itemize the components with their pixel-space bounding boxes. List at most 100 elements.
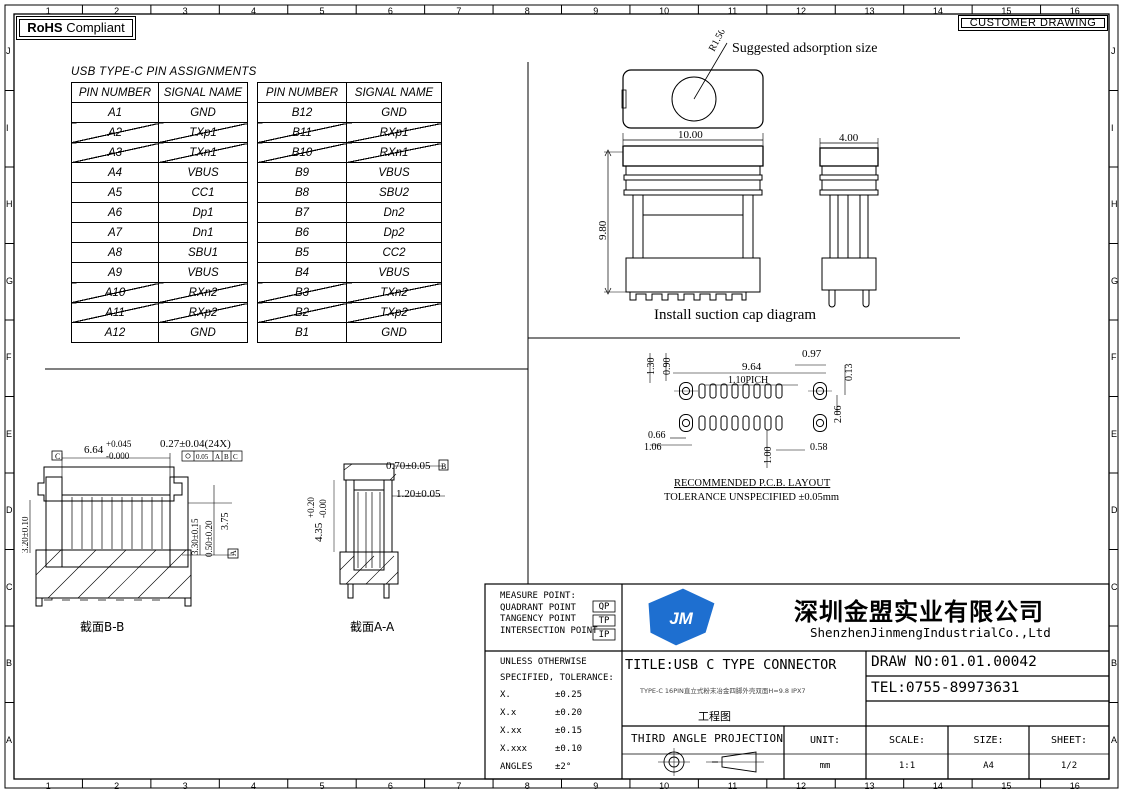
tolerance-value: ±0.15 [555, 726, 583, 736]
datum-b: B [441, 462, 446, 471]
grid-column-label: 6 [387, 781, 393, 791]
dim-090: 0.90 [662, 358, 673, 376]
grid-column-label: 5 [319, 6, 325, 16]
front-view [604, 133, 764, 301]
dim-097: 0.97 [802, 348, 822, 360]
grid-column-label: 10 [659, 6, 670, 16]
signal-name-cell: TXn2 [346, 282, 442, 303]
unit-header: UNIT: [809, 735, 841, 746]
signal-name-cell: RXp1 [346, 122, 442, 143]
unit-value: mm [819, 761, 831, 771]
dim-664-tol-dn: -0.000 [106, 451, 130, 461]
header-signal-name: SIGNAL NAME [346, 82, 442, 103]
signal-name-cell: TXn1 [158, 142, 248, 163]
pcb-caption-1: RECOMMENDED P.C.B. LAYOUT [674, 478, 831, 489]
tolerance-value: ±0.25 [555, 690, 583, 700]
grid-column-label: 12 [796, 781, 807, 791]
company-name-cn: 深圳金盟实业有限公司 [794, 598, 1044, 626]
dim-320: 3.20±0.10 [22, 516, 30, 553]
grid-column-label: 1 [45, 6, 51, 16]
grid-row-label: D [6, 505, 13, 516]
size-header: SIZE: [973, 735, 1004, 746]
pcb-signal-pad [720, 383, 728, 399]
dim-1000: 10.00 [678, 129, 703, 141]
tolerance-key: X.xx [500, 726, 522, 736]
pin-number-cell: A2 [71, 122, 159, 143]
company-logo: JM [647, 587, 716, 647]
pcb-caption-2: TOLERANCE UNSPECIFIED ±0.05mm [664, 492, 839, 503]
pcb-signal-pad [775, 415, 783, 431]
tolerance-key: X. [500, 690, 511, 700]
dim-070: 0.70±0.05 [386, 460, 431, 472]
grid-column-label: 8 [524, 6, 530, 16]
grid-row-label: A [6, 734, 13, 745]
grid-column-label: 7 [456, 6, 462, 16]
pin-number-cell: B3 [257, 282, 347, 303]
dim-130: 1.30 [646, 358, 657, 376]
header-pin-number: PIN NUMBER [257, 82, 347, 103]
fcf-value: 0.05 [196, 453, 209, 461]
grid-column-label: 6 [387, 6, 393, 16]
grid-column-label: 2 [114, 781, 120, 791]
tolerance-value: ±0.10 [555, 744, 583, 754]
drawing-type-cn: 工程图 [698, 710, 731, 723]
pcb-signal-pad [720, 415, 728, 431]
grid-column-label: 8 [524, 781, 530, 791]
dim-110pich: 1.10PICH [728, 375, 768, 386]
suction-cap-views: R1.50 Suggested adsorption size 10.00 9. [597, 30, 879, 323]
grid-row-label: H [6, 199, 13, 210]
section-a-caption: 截面A-A [350, 620, 395, 634]
sheet-value: 1/2 [1060, 761, 1078, 771]
pin-number-cell: A12 [71, 322, 159, 343]
dim-980: 9.80 [597, 220, 609, 240]
grid-column-label: 3 [182, 781, 188, 791]
scale-value: 1:1 [898, 761, 916, 771]
pin-number-cell: A4 [71, 162, 159, 183]
grid-column-label: 11 [727, 6, 738, 16]
signal-name-cell: CC2 [346, 242, 442, 263]
dim-206: 2.06 [833, 406, 844, 424]
pcb-signal-pad [731, 415, 739, 431]
pcb-signal-pad [764, 415, 772, 431]
dim-964: 9.64 [742, 361, 762, 373]
projection-label: THIRD ANGLE PROJECTION [631, 732, 784, 745]
grid-row-label: D [1111, 505, 1118, 516]
grid-column-label: 7 [456, 781, 462, 791]
grid-row-label: J [6, 46, 11, 57]
grid-row-label: B [6, 658, 13, 669]
dim-435: 4.35 [313, 522, 325, 542]
grid-row-label: C [6, 581, 13, 592]
pcb-signal-pad [742, 415, 750, 431]
signal-name-cell: GND [346, 322, 442, 343]
tolerance-value: ±2° [555, 762, 572, 772]
pin-number-cell: B8 [257, 182, 347, 203]
grid-column-label: 16 [1069, 781, 1080, 791]
qp-code: QP [598, 602, 610, 612]
grid-column-label: 1 [45, 781, 51, 791]
dim-066: 0.66 [648, 430, 666, 441]
grid-column-label: 12 [796, 6, 807, 16]
section-a-a: 0.70±0.05 B 1.20±0.05 4.35 +0.20 -0.00 截… [306, 459, 449, 634]
dim-013: 0.13 [844, 364, 855, 382]
dim-058: 0.58 [810, 442, 828, 453]
suggested-caption: Suggested adsorption size [732, 41, 877, 56]
signal-name-cell: RXn1 [346, 142, 442, 163]
tolerance-key: ANGLES [500, 762, 533, 772]
grid-column-label: 14 [932, 6, 943, 16]
dim-664: 6.64 [84, 444, 104, 456]
grid-row-label: J [1111, 46, 1116, 57]
grid-column-label: 2 [114, 6, 120, 16]
fcf-datum-b: B [224, 453, 229, 461]
grid-row-label: I [1111, 122, 1114, 133]
signal-name-cell: Dn2 [346, 202, 442, 223]
grid-column-label: 15 [1001, 6, 1012, 16]
